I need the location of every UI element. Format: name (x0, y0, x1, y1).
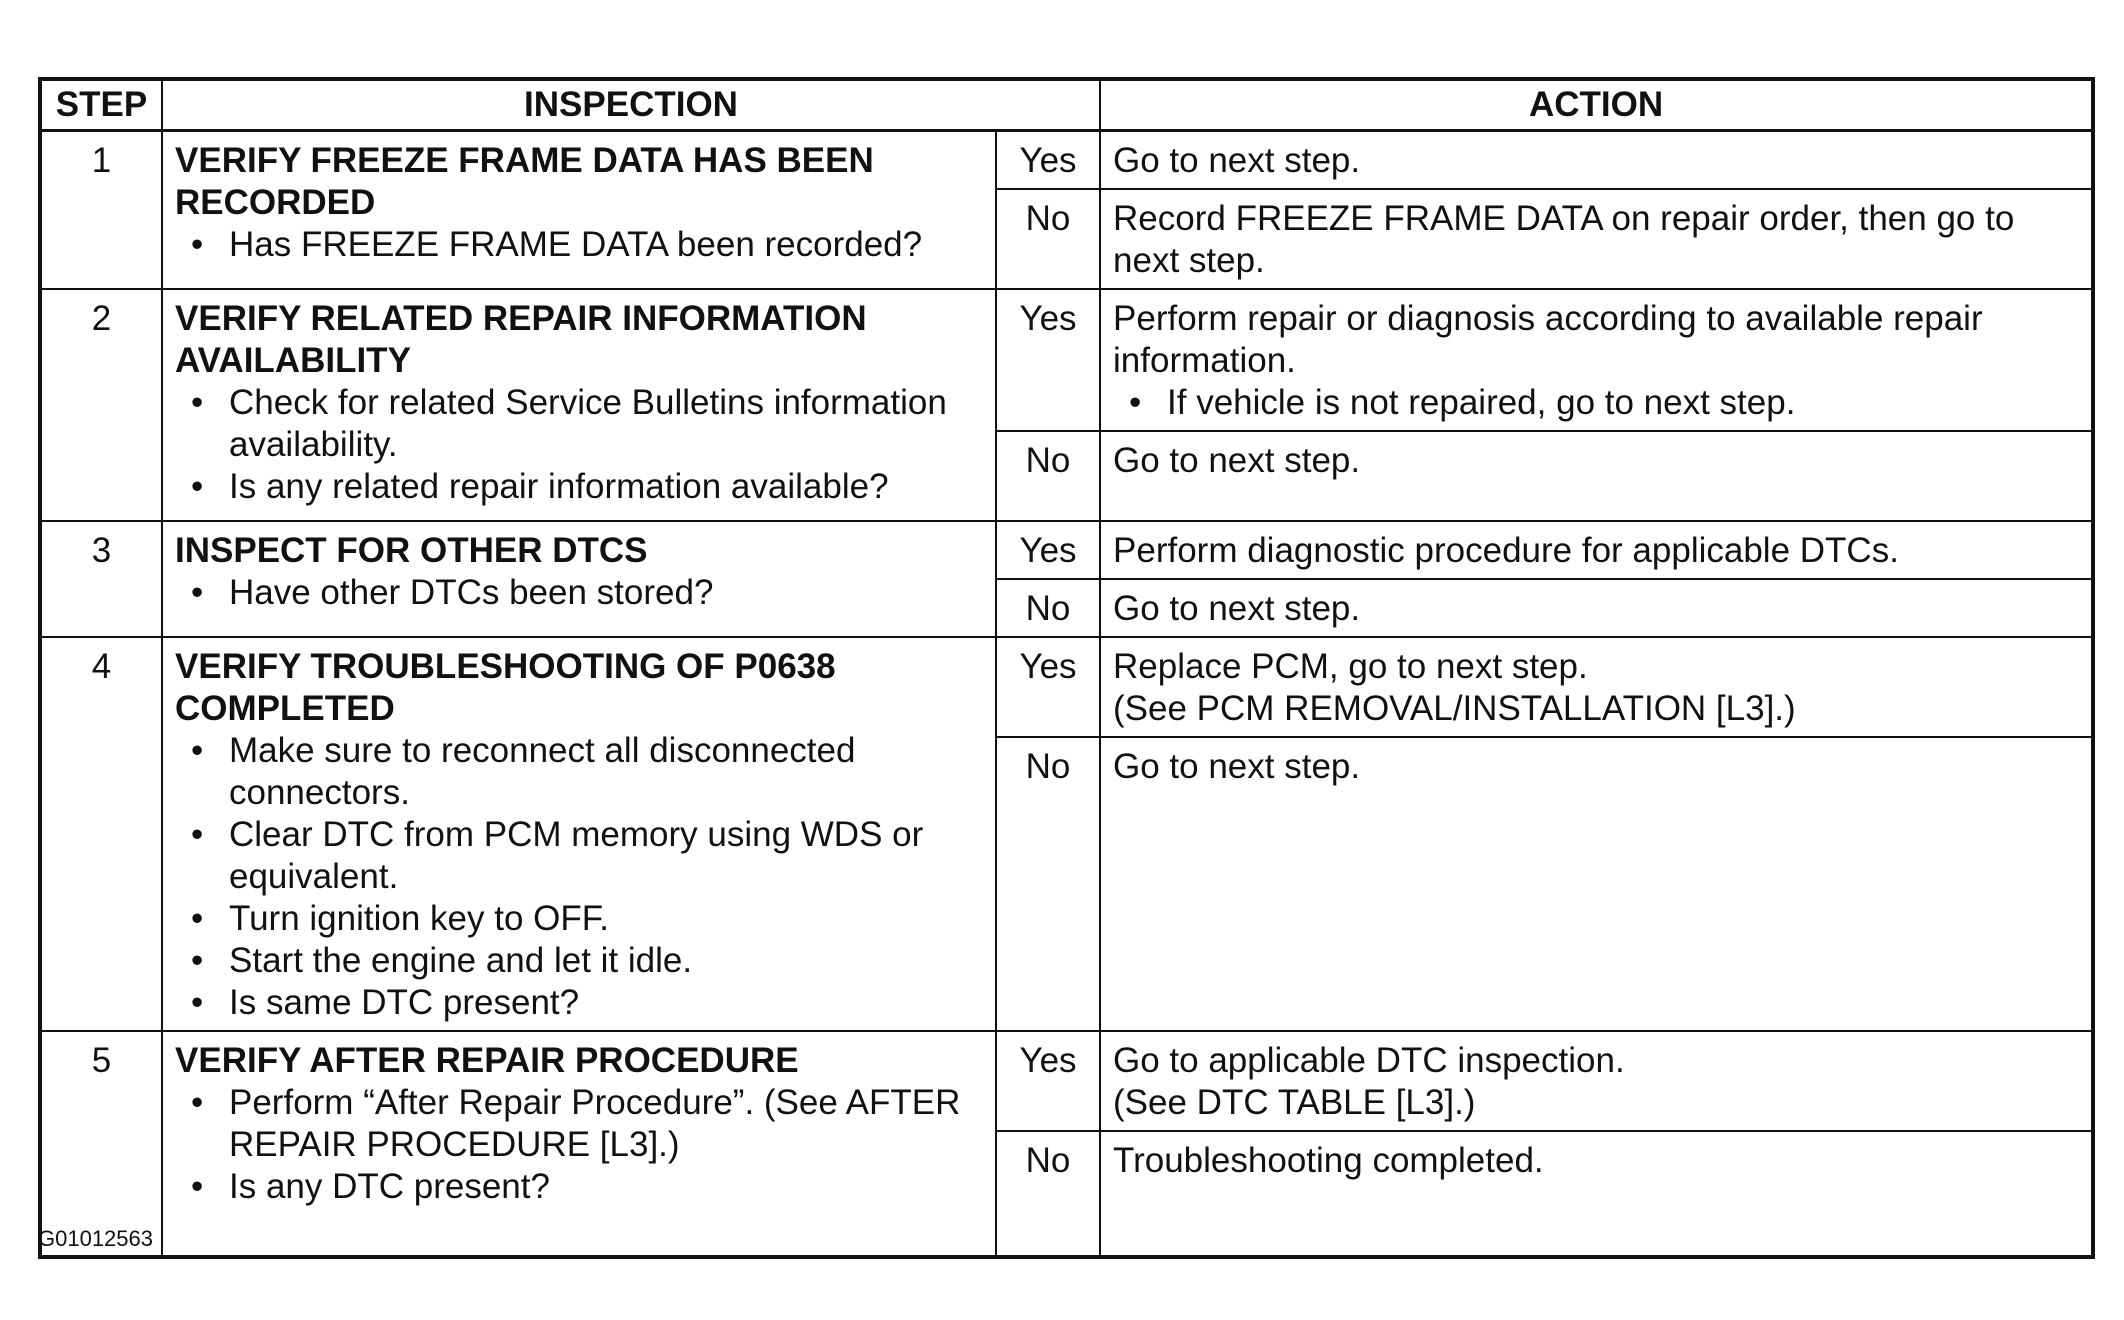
answer-yes: Yes (994, 1030, 1102, 1132)
action-text: Go to next step. (1113, 141, 1361, 180)
action-no: Go to next step. (1099, 578, 2095, 638)
answer-no: No (994, 430, 1102, 522)
inspection-bullet: Start the engine and let it idle. (191, 940, 983, 982)
action-yes: Perform repair or diagnosis according to… (1099, 288, 2095, 432)
action-text: Perform diagnostic procedure for applica… (1113, 531, 1899, 570)
action-text: Go to next step. (1113, 747, 1361, 786)
inspection-cell: VERIFY AFTER REPAIR PROCEDUREPerform “Af… (161, 1030, 997, 1258)
action-text: Record FREEZE FRAME DATA on repair order… (1113, 199, 2015, 280)
action-bullet-list: If vehicle is not repaired, go to next s… (1113, 382, 2079, 424)
inspection-bullet-list: Have other DTCs been stored? (175, 572, 983, 614)
action-text: Go to next step. (1113, 589, 1361, 628)
action-text: (See PCM REMOVAL/INSTALLATION [L3].) (1113, 689, 1796, 728)
inspection-bullet: Check for related Service Bulletins info… (191, 382, 983, 466)
action-yes: Go to next step. (1099, 129, 2095, 190)
action-no: Go to next step. (1099, 430, 2095, 522)
table-row: No Go to next step. (40, 430, 2095, 522)
action-yes: Perform diagnostic procedure for applica… (1099, 520, 2095, 580)
header-action: ACTION (1099, 78, 2095, 132)
action-no: Go to next step. (1099, 736, 2095, 1032)
inspection-bullet: Is any DTC present? (191, 1166, 983, 1208)
header-step: STEP (39, 78, 163, 132)
inspection-bullet-list: Perform “After Repair Procedure”. (See A… (175, 1082, 983, 1208)
action-text: Replace PCM, go to next step. (1113, 647, 1588, 686)
action-yes: Go to applicable DTC inspection.(See DTC… (1099, 1030, 2095, 1132)
answer-no: No (994, 1130, 1102, 1258)
action-text: Troubleshooting completed. (1113, 1141, 1544, 1180)
answer-yes: Yes (994, 129, 1102, 190)
answer-no: No (994, 578, 1102, 638)
action-text: Go to applicable DTC inspection. (1113, 1041, 1625, 1080)
step-number: 2 (39, 288, 163, 522)
answer-yes: Yes (994, 520, 1102, 580)
inspection-title: INSPECT FOR OTHER DTCS (175, 531, 648, 570)
answer-no: No (994, 188, 1102, 290)
inspection-title: VERIFY TROUBLESHOOTING OF P0638 COMPLETE… (175, 647, 836, 728)
action-no: Troubleshooting completed. (1099, 1130, 2095, 1258)
inspection-cell: VERIFY TROUBLESHOOTING OF P0638 COMPLETE… (161, 636, 997, 1032)
step-number: 4 (39, 636, 163, 1032)
inspection-bullet-list: Make sure to reconnect all disconnected … (175, 730, 983, 1024)
inspection-title: VERIFY AFTER REPAIR PROCEDURE (175, 1041, 799, 1080)
inspection-bullet-list: Has FREEZE FRAME DATA been recorded? (175, 224, 983, 266)
inspection-cell: VERIFY FREEZE FRAME DATA HAS BEEN RECORD… (161, 129, 997, 290)
answer-yes: Yes (994, 636, 1102, 738)
table-row: No Go to next step. (40, 578, 2095, 638)
inspection-bullet: Is same DTC present? (191, 982, 983, 1024)
inspection-bullet: Clear DTC from PCM memory using WDS or e… (191, 814, 983, 898)
action-text: (See DTC TABLE [L3].) (1113, 1083, 1476, 1122)
step-number: 5 (39, 1030, 163, 1258)
action-no: Record FREEZE FRAME DATA on repair order… (1099, 188, 2095, 290)
inspection-bullet: Make sure to reconnect all disconnected … (191, 730, 983, 814)
answer-no: No (994, 736, 1102, 1032)
inspection-bullet: Has FREEZE FRAME DATA been recorded? (191, 224, 983, 266)
inspection-bullet: Have other DTCs been stored? (191, 572, 983, 614)
table-header-row: STEP INSPECTION ACTION (39, 78, 2095, 132)
action-text: Go to next step. (1113, 441, 1361, 480)
table-row: No Go to next step. (40, 736, 2095, 1032)
action-yes: Replace PCM, go to next step.(See PCM RE… (1099, 636, 2095, 738)
inspection-bullet: Turn ignition key to OFF. (191, 898, 983, 940)
header-inspection: INSPECTION (160, 78, 1102, 132)
action-bullet: If vehicle is not repaired, go to next s… (1129, 382, 2079, 424)
step-number: 1 (39, 129, 163, 290)
inspection-bullet-list: Check for related Service Bulletins info… (175, 382, 983, 508)
figure-code: G01012563 (38, 1226, 153, 1251)
inspection-bullet: Perform “After Repair Procedure”. (See A… (191, 1082, 983, 1166)
inspection-cell: VERIFY RELATED REPAIR INFORMATION AVAILA… (161, 288, 997, 522)
inspection-cell: INSPECT FOR OTHER DTCSHave other DTCs be… (161, 520, 997, 638)
inspection-title: VERIFY FREEZE FRAME DATA HAS BEEN RECORD… (175, 141, 874, 222)
answer-yes: Yes (994, 288, 1102, 432)
step-number: 3 (39, 520, 163, 638)
action-text: Perform repair or diagnosis according to… (1113, 299, 1983, 380)
table-row: No Troubleshooting completed. (40, 1130, 2095, 1258)
inspection-title: VERIFY RELATED REPAIR INFORMATION AVAILA… (175, 299, 867, 380)
inspection-bullet: Is any related repair information availa… (191, 466, 983, 508)
